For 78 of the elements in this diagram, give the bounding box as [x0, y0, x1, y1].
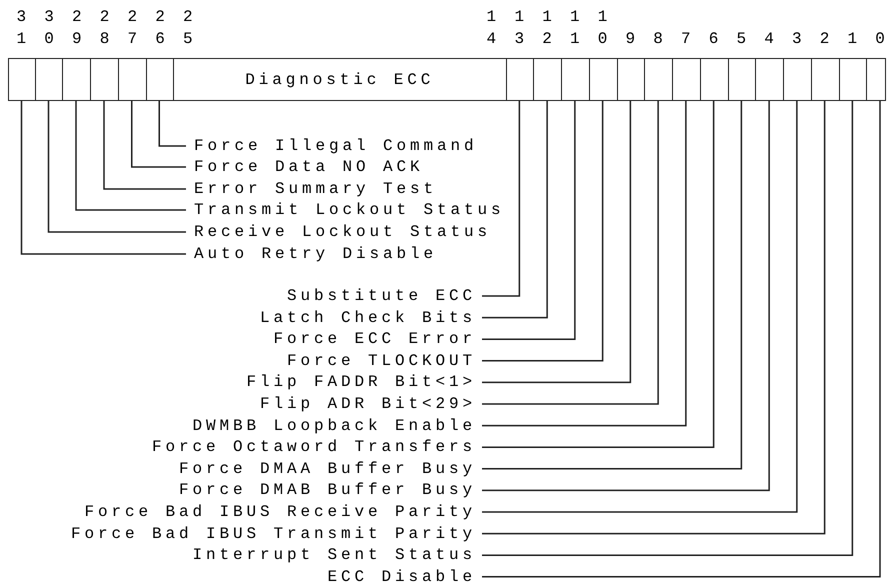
bit-number: 26: [155, 7, 165, 50]
register-bit-cell: [533, 58, 561, 101]
register-bit-cell: [728, 58, 756, 101]
register-bit-cell: [62, 58, 90, 101]
field-name: ECC Disable: [327, 568, 476, 586]
field-name: Error Summary Test: [194, 180, 438, 198]
register-bit-cell: [644, 58, 672, 101]
leader-line: [131, 101, 186, 168]
bit-number: 14: [486, 7, 496, 50]
field-name: Force Octaword Transfers: [152, 438, 476, 456]
bit-number: 6: [708, 29, 718, 50]
field-name: Force DMAB Buffer Busy: [178, 481, 476, 500]
leader-line: [75, 101, 186, 211]
bit-number: 13: [514, 7, 524, 50]
bit-number: 2: [820, 29, 830, 50]
field-name: Force Data NO ACK: [194, 158, 424, 176]
bit-number: 0: [875, 29, 885, 50]
bit-number: 10: [598, 7, 608, 50]
field-label: Diagnostic ECC: [245, 70, 434, 88]
register-bit-cell: [90, 58, 118, 101]
bit-number: 11: [570, 7, 580, 50]
field-name: Force TLOCKOUT: [286, 352, 476, 370]
register-bit-cell: [783, 58, 811, 101]
register-bit-cell: [35, 58, 62, 101]
register-bit-cell: [700, 58, 728, 101]
leader-line: [20, 101, 186, 255]
bit-number: 5: [736, 29, 746, 50]
bit-number: 3: [792, 29, 802, 50]
register-bit-cell: [8, 58, 35, 101]
field-name: DWMBB Loopback Enable: [192, 416, 476, 435]
field-name: Latch Check Bits: [260, 308, 476, 327]
register-bit-cell: [506, 58, 534, 101]
register-bit-cell: [118, 58, 146, 101]
leader-line: [482, 101, 632, 384]
register-bit-cell: [755, 58, 783, 101]
leader-line: [482, 101, 659, 405]
leader-line: [482, 101, 604, 362]
field-name: Flip FADDR Bit<1>: [246, 373, 476, 392]
field-name: Interrupt Sent Status: [192, 546, 476, 564]
field-name: Force ECC Error: [273, 330, 476, 348]
field-name: Receive Lockout Status: [194, 223, 492, 241]
field-name: Force Bad IBUS Transmit Parity: [70, 524, 476, 543]
bit-number: 29: [72, 7, 82, 50]
leader-line: [482, 101, 548, 318]
register-bit-cell: [810, 58, 838, 101]
bit-number: 4: [764, 29, 774, 50]
leader-line: [158, 101, 186, 147]
bit-number: 12: [542, 7, 552, 50]
field-name: Force Illegal Command: [194, 137, 478, 155]
leader-line: [48, 101, 186, 233]
field-name: Substitute ECC: [286, 287, 476, 305]
leader-line: [482, 101, 576, 340]
register-bit-cell: [838, 58, 866, 101]
bit-number: 7: [681, 29, 691, 50]
bit-number: 31: [16, 7, 26, 50]
leader-line: [103, 101, 186, 190]
field-name: Flip ADR Bit<29>: [260, 395, 476, 413]
register-bit-cell: [616, 58, 644, 101]
leader-line: [482, 101, 687, 426]
register-field-cell: [173, 58, 506, 101]
field-name: Auto Retry Disable: [194, 245, 438, 263]
register-bit-cell: [866, 58, 886, 101]
bit-number: 8: [653, 29, 663, 50]
register-bit-cell: [588, 58, 616, 101]
bit-number: 25: [183, 7, 193, 50]
field-name: Force Bad IBUS Receive Parity: [84, 503, 476, 521]
bit-number: 27: [128, 7, 138, 50]
bit-number: 1: [848, 29, 858, 50]
bit-number: 30: [44, 7, 54, 50]
register-bit-cell: [561, 58, 589, 101]
bit-number: 9: [626, 29, 636, 50]
bit-number: 28: [100, 7, 110, 50]
field-name: Transmit Lockout Status: [194, 201, 505, 219]
leader-line: [482, 101, 714, 448]
register-bit-cell: [672, 58, 700, 101]
field-name: Force DMAA Buffer Busy: [178, 460, 476, 478]
leader-line: [482, 101, 520, 297]
register-bit-cell: [146, 58, 173, 101]
